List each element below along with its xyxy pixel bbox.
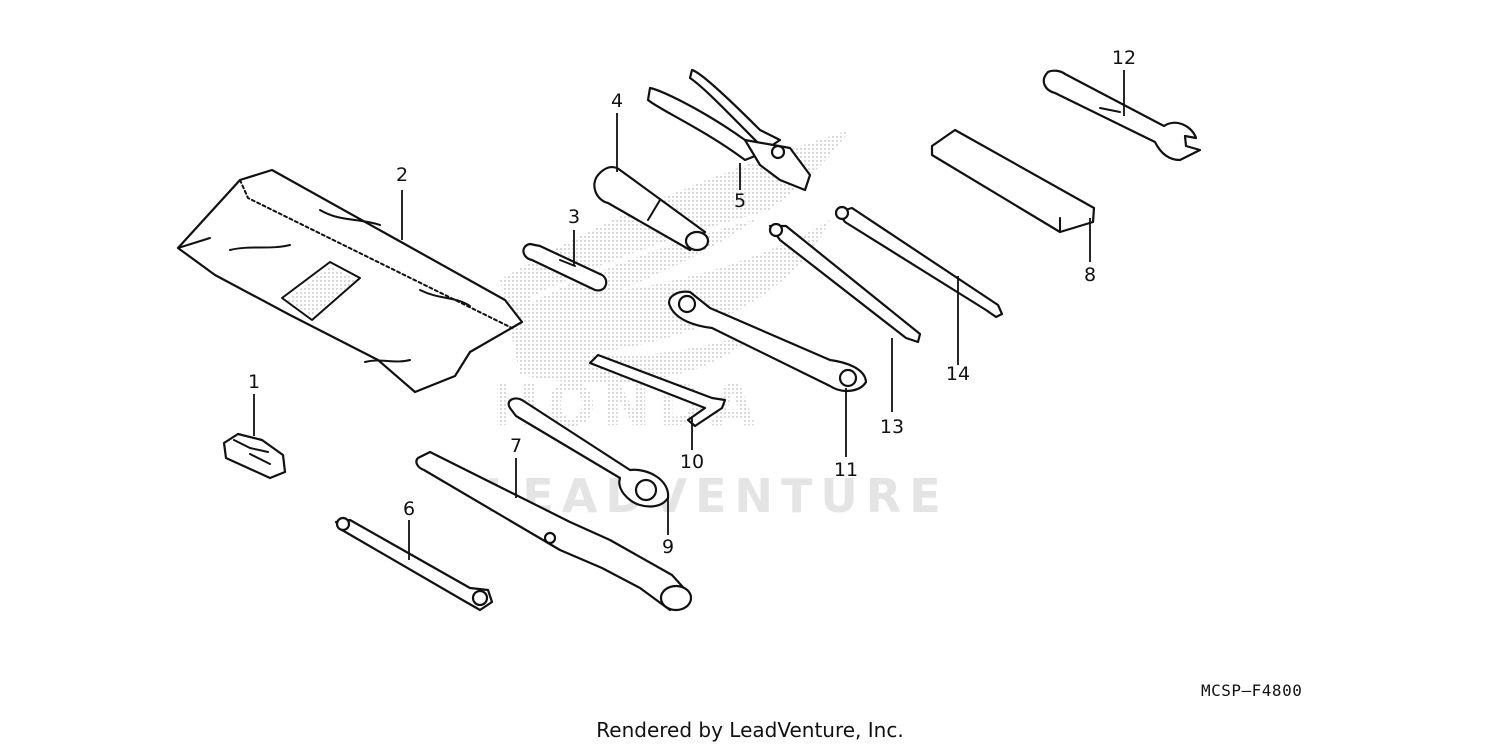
callout-12: 12	[1111, 47, 1137, 69]
part-3-tab	[522, 242, 608, 292]
callout-9: 9	[661, 536, 675, 558]
part-1-clip	[222, 432, 287, 480]
callout-14: 14	[945, 363, 971, 385]
callout-11: 11	[833, 459, 859, 481]
part-5-pliers	[646, 68, 812, 192]
callout-2: 2	[395, 164, 409, 186]
callout-1: 1	[247, 371, 261, 393]
part-10-hex-key	[588, 353, 727, 428]
part-12-wrench	[1042, 69, 1202, 162]
callout-6: 6	[402, 498, 416, 520]
callout-3: 3	[567, 206, 581, 228]
part-11-ring-wrench	[668, 290, 868, 392]
part-8-strip	[930, 128, 1096, 234]
drawing-code: MCSP—F4800	[1201, 681, 1303, 700]
callout-8: 8	[1083, 264, 1097, 286]
leader-lines	[253, 70, 1125, 560]
callout-13: 13	[879, 416, 905, 438]
part-14-rod	[834, 205, 1004, 319]
part-6-bolt	[334, 516, 494, 612]
watermark-text: LEADVENTURE	[485, 469, 949, 523]
part-13-screwdriver-shaft	[768, 222, 922, 344]
render-credit: Rendered by LeadVenture, Inc.	[596, 718, 904, 742]
callout-7: 7	[509, 435, 523, 457]
part-2-tool-bag	[176, 168, 524, 394]
part-7-spark-plug-socket	[415, 450, 693, 612]
callout-10: 10	[679, 451, 705, 473]
part-4-screwdriver-handle	[593, 166, 710, 252]
callout-4: 4	[610, 90, 624, 112]
callout-5: 5	[733, 190, 747, 212]
